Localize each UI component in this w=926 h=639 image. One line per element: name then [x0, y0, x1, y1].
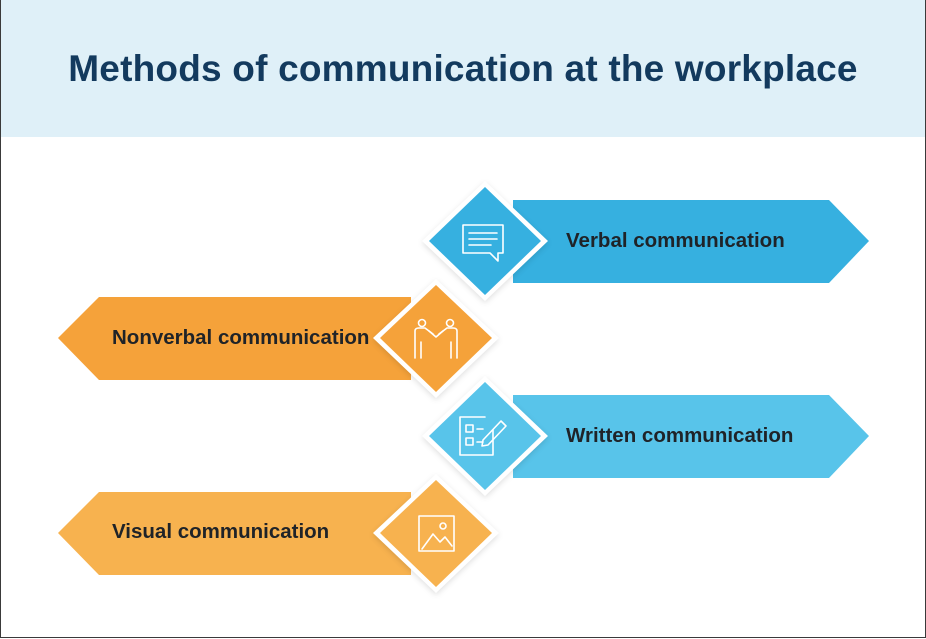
nonverbal-label: Nonverbal communication	[112, 326, 369, 349]
verbal-label: Verbal communication	[566, 229, 785, 252]
verbal-diamond	[429, 187, 541, 295]
speech-bubble-icon	[462, 224, 504, 262]
method-written: Written communication	[422, 376, 869, 496]
header-banner: Methods of communication at the workplac…	[1, 0, 925, 137]
method-verbal: Verbal communication	[422, 181, 869, 301]
method-visual: Visual communication	[58, 474, 499, 593]
visual-diamond	[380, 480, 492, 587]
handshake-people-icon	[414, 318, 458, 359]
visual-label: Visual communication	[112, 520, 329, 543]
page-title: Methods of communication at the workplac…	[68, 47, 858, 89]
nonverbal-banner	[58, 297, 411, 380]
method-nonverbal: Nonverbal communication	[58, 279, 499, 398]
written-banner	[513, 395, 869, 478]
written-diamond	[429, 382, 541, 490]
image-icon	[418, 515, 455, 552]
verbal-banner	[513, 200, 869, 283]
visual-banner	[58, 492, 411, 575]
nonverbal-diamond	[380, 285, 492, 392]
written-label: Written communication	[566, 424, 793, 447]
checklist-pencil-icon	[459, 416, 507, 456]
